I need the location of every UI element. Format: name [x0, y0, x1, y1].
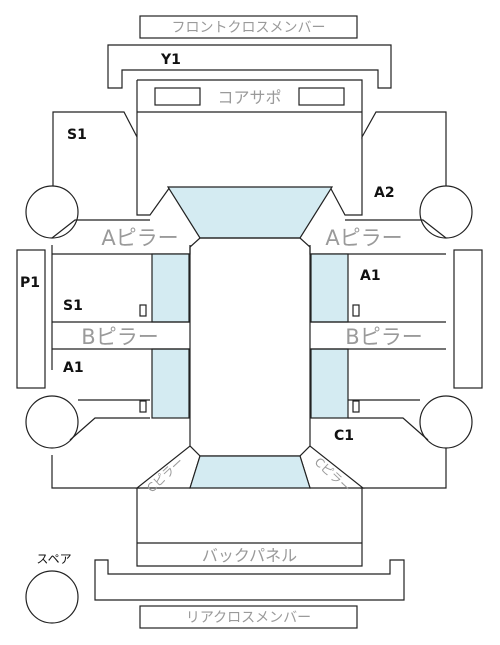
b-pillar-right-label: Bピラー [345, 325, 422, 349]
left-front-door-handle[interactable] [139, 304, 147, 317]
front-cross-member-box[interactable] [139, 15, 358, 39]
s1-door-left-code: S1 [63, 298, 83, 314]
p1-code: P1 [20, 275, 40, 291]
spare-tire[interactable] [25, 570, 79, 624]
left-side-lines [52, 321, 190, 350]
car-body-outline [51, 79, 447, 489]
cabin-outline [189, 237, 311, 457]
right-side-lines [310, 321, 446, 350]
core-support-label: コアサポ [217, 88, 281, 107]
y1-code: Y1 [160, 52, 181, 68]
rear-cross-member-label: リアクロスメンバー [186, 610, 311, 626]
right-front-door-handle[interactable] [352, 304, 360, 317]
left-c-pillar-glass[interactable] [151, 348, 190, 419]
right-rear-door-handle[interactable] [352, 400, 360, 413]
a-pillar-right-label: Aピラー [325, 226, 402, 250]
rear-left-quarter-lines [69, 399, 150, 441]
y1-bumper-outline[interactable] [107, 44, 392, 89]
spare-label: スペア [36, 552, 71, 566]
rear-bumper-outline[interactable] [94, 559, 405, 601]
rear-right-wheel[interactable] [419, 395, 473, 449]
left-rocker-panel[interactable] [16, 249, 46, 389]
a2-code: A2 [374, 185, 395, 201]
core-support-right-block[interactable] [298, 87, 345, 106]
front-left-fender-outline [52, 80, 138, 188]
core-support-left-block[interactable] [154, 87, 201, 106]
front-left-fender-lines [136, 137, 171, 216]
c1-code: C1 [334, 428, 354, 444]
front-right-wheel[interactable] [419, 185, 473, 239]
front-cross-member-label: フロントクロスメンバー [172, 20, 326, 36]
front-right-fender-lines [329, 137, 363, 216]
trunk-outline[interactable] [136, 488, 363, 567]
back-panel-label: バックパネル [202, 546, 297, 565]
left-b-pillar-glass[interactable] [151, 253, 190, 323]
right-c-pillar-glass[interactable] [310, 348, 349, 419]
rear-window[interactable] [189, 455, 311, 489]
a1-left-code: A1 [63, 360, 84, 376]
a1-right-code: A1 [360, 268, 381, 284]
a-pillar-left-label: Aピラー [101, 226, 178, 250]
left-rear-door-handle[interactable] [139, 400, 147, 413]
right-b-pillar-glass[interactable] [310, 253, 349, 323]
front-left-wheel[interactable] [25, 185, 79, 239]
rear-right-quarter-lines [348, 399, 429, 441]
s1-front-left-code: S1 [67, 127, 87, 143]
right-rocker-panel[interactable] [453, 249, 483, 389]
b-pillar-left-label: Bピラー [81, 325, 158, 349]
rear-cross-member-box[interactable] [139, 605, 358, 629]
rear-left-wheel[interactable] [25, 395, 79, 449]
windshield[interactable] [166, 186, 334, 239]
